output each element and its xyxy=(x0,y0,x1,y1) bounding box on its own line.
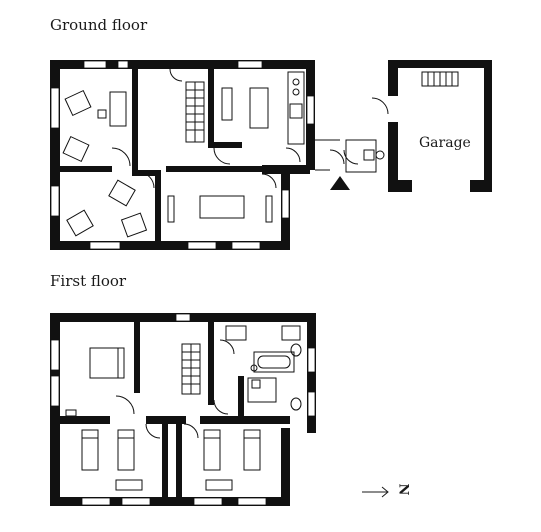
ground-outer-walls xyxy=(50,60,315,250)
ground-doors xyxy=(111,68,301,189)
ground-floor-title: Ground floor xyxy=(50,16,148,34)
ground-windows xyxy=(50,60,315,250)
twin-bedroom-2-furniture xyxy=(203,429,261,491)
first-outer-walls xyxy=(50,313,316,506)
garage-stairs xyxy=(371,71,459,115)
entrance-arrow-icon xyxy=(330,176,350,190)
ground-stairs xyxy=(185,81,205,143)
first-doors xyxy=(115,339,235,439)
ground-entry xyxy=(315,139,385,173)
bathroom-fittings xyxy=(225,325,302,411)
first-floor-plan xyxy=(50,313,316,506)
living-room-furniture xyxy=(62,89,148,238)
ground-floor-plan xyxy=(50,60,492,250)
twin-bedroom-1-furniture xyxy=(81,429,143,491)
first-stairs xyxy=(181,343,201,395)
first-internal-walls xyxy=(60,313,290,498)
first-windows xyxy=(50,313,316,506)
ground-internal-walls xyxy=(52,60,276,250)
dining-furniture xyxy=(167,195,273,223)
north-label: N xyxy=(395,483,411,496)
kitchen-fittings xyxy=(221,71,305,145)
garage-walls xyxy=(388,60,492,192)
garage-label: Garage xyxy=(419,135,471,151)
master-bedroom-furniture xyxy=(65,347,125,417)
north-arrow-icon xyxy=(362,486,389,498)
first-floor-title: First floor xyxy=(50,272,127,290)
